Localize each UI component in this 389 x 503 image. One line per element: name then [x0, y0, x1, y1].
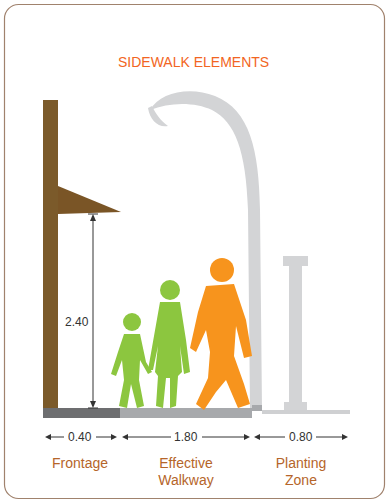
- zone-name: Frontage: [45, 455, 115, 472]
- frontage-strip: [43, 408, 120, 418]
- woman-figure: [148, 280, 190, 408]
- dimension-label: 0.40: [66, 430, 93, 444]
- curb: [252, 405, 262, 411]
- awning: [58, 186, 121, 214]
- building-wall: [43, 100, 58, 410]
- zone-name: Planting Zone: [266, 455, 336, 489]
- column-capital: [283, 256, 308, 266]
- column-base: [284, 402, 307, 410]
- man-figure: [190, 258, 252, 410]
- height-dimension: [88, 214, 98, 408]
- dimension-label: 2.40: [63, 315, 90, 329]
- walkway-strip: [120, 408, 252, 418]
- dimension-label: 1.80: [172, 430, 199, 444]
- frame: [5, 5, 385, 499]
- child-figure: [111, 313, 152, 408]
- column: [289, 266, 302, 406]
- dimension-label: 0.80: [287, 430, 314, 444]
- zone-name: Effective Walkway: [148, 455, 224, 489]
- lamp-head: [148, 106, 168, 126]
- planting-strip: [262, 410, 350, 414]
- diagram-title: SIDEWALK ELEMENTS: [118, 54, 269, 71]
